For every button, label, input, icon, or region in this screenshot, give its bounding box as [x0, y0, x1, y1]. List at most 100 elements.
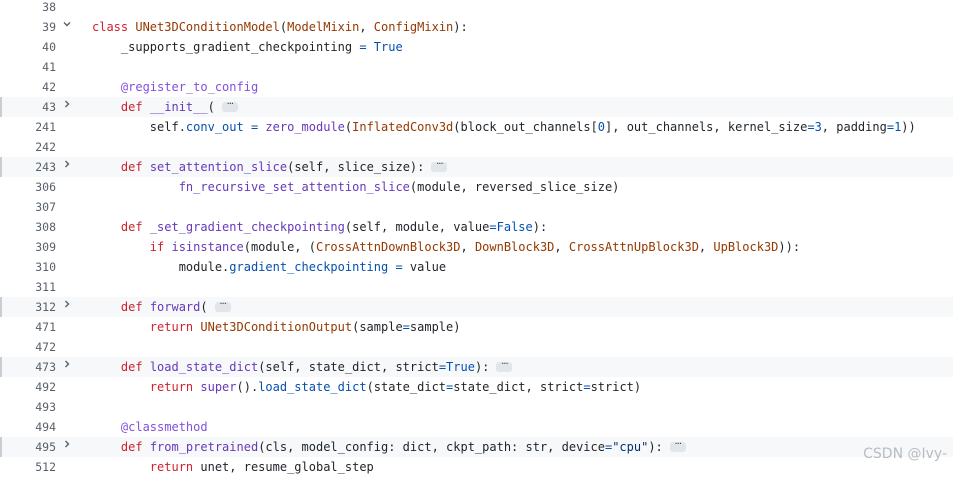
code-text: class UNet3DConditionModel(ModelMixin, C… [78, 17, 953, 37]
code-token [92, 460, 150, 474]
code-token: , [460, 240, 475, 254]
code-token: from_pretrained [149, 440, 259, 454]
code-line: 242 [0, 137, 953, 157]
line-number[interactable]: 512 [35, 460, 56, 474]
code-line: 306 fn_recursive_set_attention_slice(mod… [0, 177, 953, 197]
code-line: 494 @classmethod [0, 417, 953, 437]
code-token: )): [778, 240, 801, 254]
code-token: ConfigMixin [373, 20, 454, 34]
code-text: self.conv_out = zero_module(InflatedConv… [78, 117, 953, 137]
chevron-right-icon[interactable] [56, 437, 78, 457]
code-text: def load_state_dict(self, state_dict, st… [78, 357, 953, 377]
line-number[interactable]: 306 [35, 180, 56, 194]
line-number[interactable]: 311 [35, 280, 56, 294]
code-token: strict) [590, 380, 642, 394]
code-text: _supports_gradient_checkpointing = True [78, 37, 953, 57]
ellipsis-icon[interactable]: ··· [214, 299, 231, 312]
code-token: value [402, 260, 447, 274]
line-number[interactable]: 43 [42, 100, 56, 114]
code-token: (state_dict [366, 380, 447, 394]
code-token: UpBlock3D [713, 240, 779, 254]
line-number[interactable]: 494 [35, 420, 56, 434]
code-token [92, 440, 121, 454]
folded-code-line: 43 def __init__(··· [0, 97, 953, 117]
code-text: return UNet3DConditionOutput(sample=samp… [78, 317, 953, 337]
line-number[interactable]: 495 [35, 440, 56, 454]
line-number[interactable]: 38 [42, 0, 56, 14]
line-number[interactable]: 309 [35, 240, 56, 254]
code-token [92, 300, 121, 314]
code-token: ( [344, 120, 353, 134]
code-token: (). [236, 380, 259, 394]
code-token [92, 360, 121, 374]
code-line: 492 return super().load_state_dict(state… [0, 377, 953, 397]
ellipsis-icon[interactable]: ··· [496, 359, 513, 372]
folded-code-line: 312 def forward(··· [0, 297, 953, 317]
code-line: 309 if isinstance(module, (CrossAttnDown… [0, 237, 953, 257]
code-line: 310 module.gradient_checkpointing = valu… [0, 257, 953, 277]
code-text: module.gradient_checkpointing = value [78, 257, 953, 277]
line-number[interactable]: 242 [35, 140, 56, 154]
line-number[interactable]: 471 [35, 320, 56, 334]
code-token: 3 [814, 120, 822, 134]
code-token: = [807, 120, 815, 134]
line-number[interactable]: 493 [35, 400, 56, 414]
line-number[interactable]: 307 [35, 200, 56, 214]
line-number[interactable]: 241 [35, 120, 56, 134]
line-number[interactable]: 310 [35, 260, 56, 274]
code-text: def _set_gradient_checkpointing(self, mo… [78, 217, 953, 237]
line-number[interactable]: 473 [35, 360, 56, 374]
code-token: return [149, 380, 201, 394]
folded-code-line: 243 def set_attention_slice(self, slice_… [0, 157, 953, 177]
code-line: 307 [0, 197, 953, 217]
ellipsis-icon[interactable]: ··· [669, 439, 686, 452]
code-line: 308 def _set_gradient_checkpointing(self… [0, 217, 953, 237]
chevron-right-icon[interactable] [56, 157, 78, 177]
code-text: def __init__(··· [78, 97, 953, 117]
code-token [367, 40, 374, 54]
code-token: , [554, 240, 569, 254]
code-token: = [359, 40, 367, 54]
code-token: InflatedConv3d [352, 120, 454, 134]
code-token: module. [92, 260, 230, 274]
code-token: def [120, 100, 150, 114]
code-token: load_state_dict [149, 360, 259, 374]
code-text: fn_recursive_set_attention_slice(module,… [78, 177, 953, 197]
code-token: (self, module, value [344, 220, 490, 234]
ellipsis-icon[interactable]: ··· [221, 99, 238, 112]
code-token: set_attention_slice [149, 160, 288, 174]
line-number[interactable]: 308 [35, 220, 56, 234]
code-token: = [250, 120, 259, 134]
chevron-right-icon[interactable] [56, 97, 78, 117]
line-number[interactable]: 312 [35, 300, 56, 314]
code-text: def forward(··· [78, 297, 953, 317]
code-line: 471 return UNet3DConditionOutput(sample=… [0, 317, 953, 337]
line-number[interactable]: 472 [35, 340, 56, 354]
code-token: def [120, 440, 150, 454]
code-token: state_dict, strict [453, 380, 584, 394]
line-number[interactable]: 492 [35, 380, 56, 394]
code-token [92, 220, 121, 234]
code-line: 42 @register_to_config [0, 77, 953, 97]
line-number[interactable]: 40 [42, 40, 56, 54]
chevron-right-icon[interactable] [56, 297, 78, 317]
code-token: gradient_checkpointing [229, 260, 389, 274]
code-token: (self, slice_size): [287, 160, 425, 174]
line-number[interactable]: 243 [35, 160, 56, 174]
chevron-right-icon[interactable] [56, 357, 78, 377]
code-token: (block_out_channels[ [453, 120, 598, 134]
code-token: unet, resume_global_step [200, 460, 374, 474]
line-number[interactable]: 41 [42, 60, 56, 74]
code-token: True [446, 360, 475, 374]
code-token: @classmethod [120, 420, 208, 434]
code-token: _supports_gradient_checkpointing [92, 40, 360, 54]
code-token: = [446, 380, 454, 394]
code-token: sample) [409, 320, 461, 334]
code-token: DownBlock3D [474, 240, 555, 254]
line-number[interactable]: 39 [42, 20, 56, 34]
code-token: UNet3DConditionModel [135, 20, 280, 34]
line-number[interactable]: 42 [42, 80, 56, 94]
ellipsis-icon[interactable]: ··· [431, 159, 448, 172]
chevron-down-icon[interactable] [56, 17, 78, 37]
code-token: = [402, 320, 410, 334]
